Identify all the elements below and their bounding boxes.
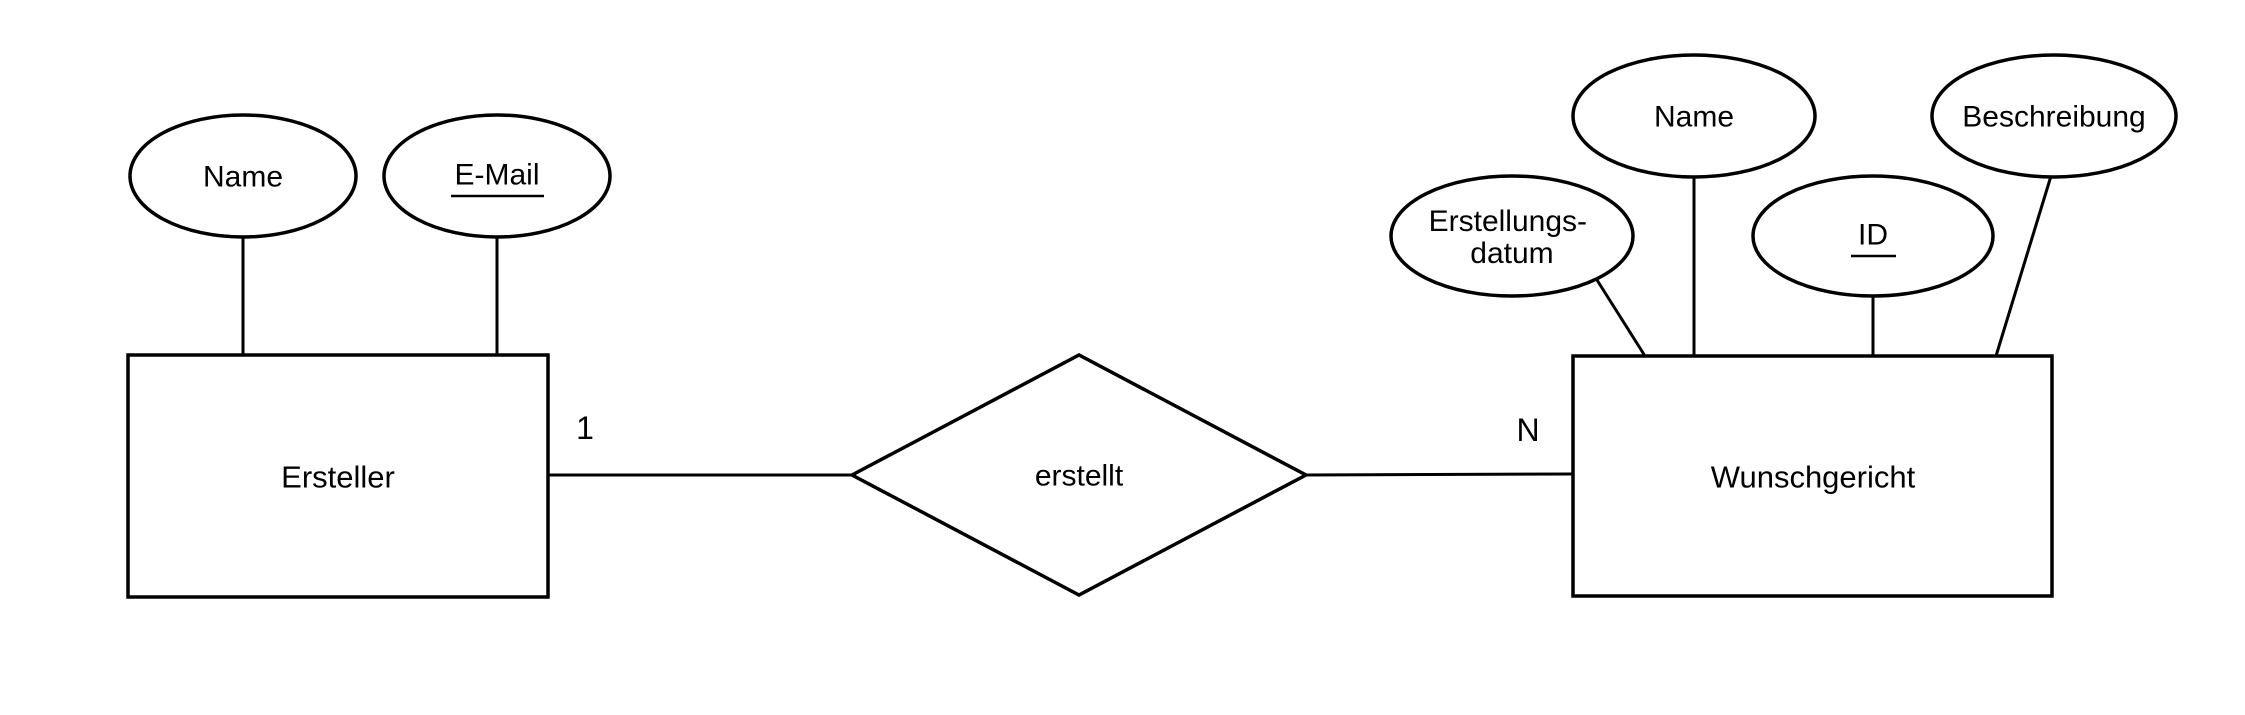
attribute-ellipse-id — [1751, 174, 1995, 298]
attribute-ellipse-ersteller-email — [382, 113, 612, 239]
connector-wunschgericht-beschreibung — [1994, 175, 2053, 357]
attribute-ellipse-beschreibung — [1930, 53, 2178, 179]
connector-erstellt-wunschgericht — [1305, 472, 1574, 477]
attribute-ellipse-ersteller-name — [128, 113, 358, 239]
attribute-label-erstellungsdatum-line2: datum — [1470, 237, 1553, 270]
cardinality-right: N — [1516, 412, 1539, 448]
attribute-label-wunschgericht-name: Name — [1654, 101, 1734, 134]
entity-label-wunschgericht: Wunschgericht — [1711, 460, 1916, 495]
attribute-label-id: ID — [1858, 219, 1888, 252]
cardinality-left: 1 — [576, 410, 594, 446]
relationship-label-erstellt: erstellt — [1035, 460, 1124, 493]
entity-box-wunschgericht — [1571, 354, 2054, 598]
attribute-label-erstellungsdatum: Erstellungs- datum — [1429, 205, 1596, 270]
connector-wunschgericht-erstellungsdatum — [1595, 279, 1647, 357]
attribute-label-beschreibung: Beschreibung — [1962, 101, 2145, 134]
attribute-label-erstellungsdatum-line1: Erstellungs- — [1429, 205, 1587, 238]
attribute-label-ersteller-email: E-Mail — [454, 159, 539, 192]
entity-label-ersteller: Ersteller — [281, 460, 395, 495]
attribute-label-ersteller-name: Name — [203, 161, 283, 194]
attribute-ellipse-erstellungsdatum — [1389, 174, 1635, 298]
attribute-ellipse-wunschgericht-name — [1571, 53, 1817, 179]
